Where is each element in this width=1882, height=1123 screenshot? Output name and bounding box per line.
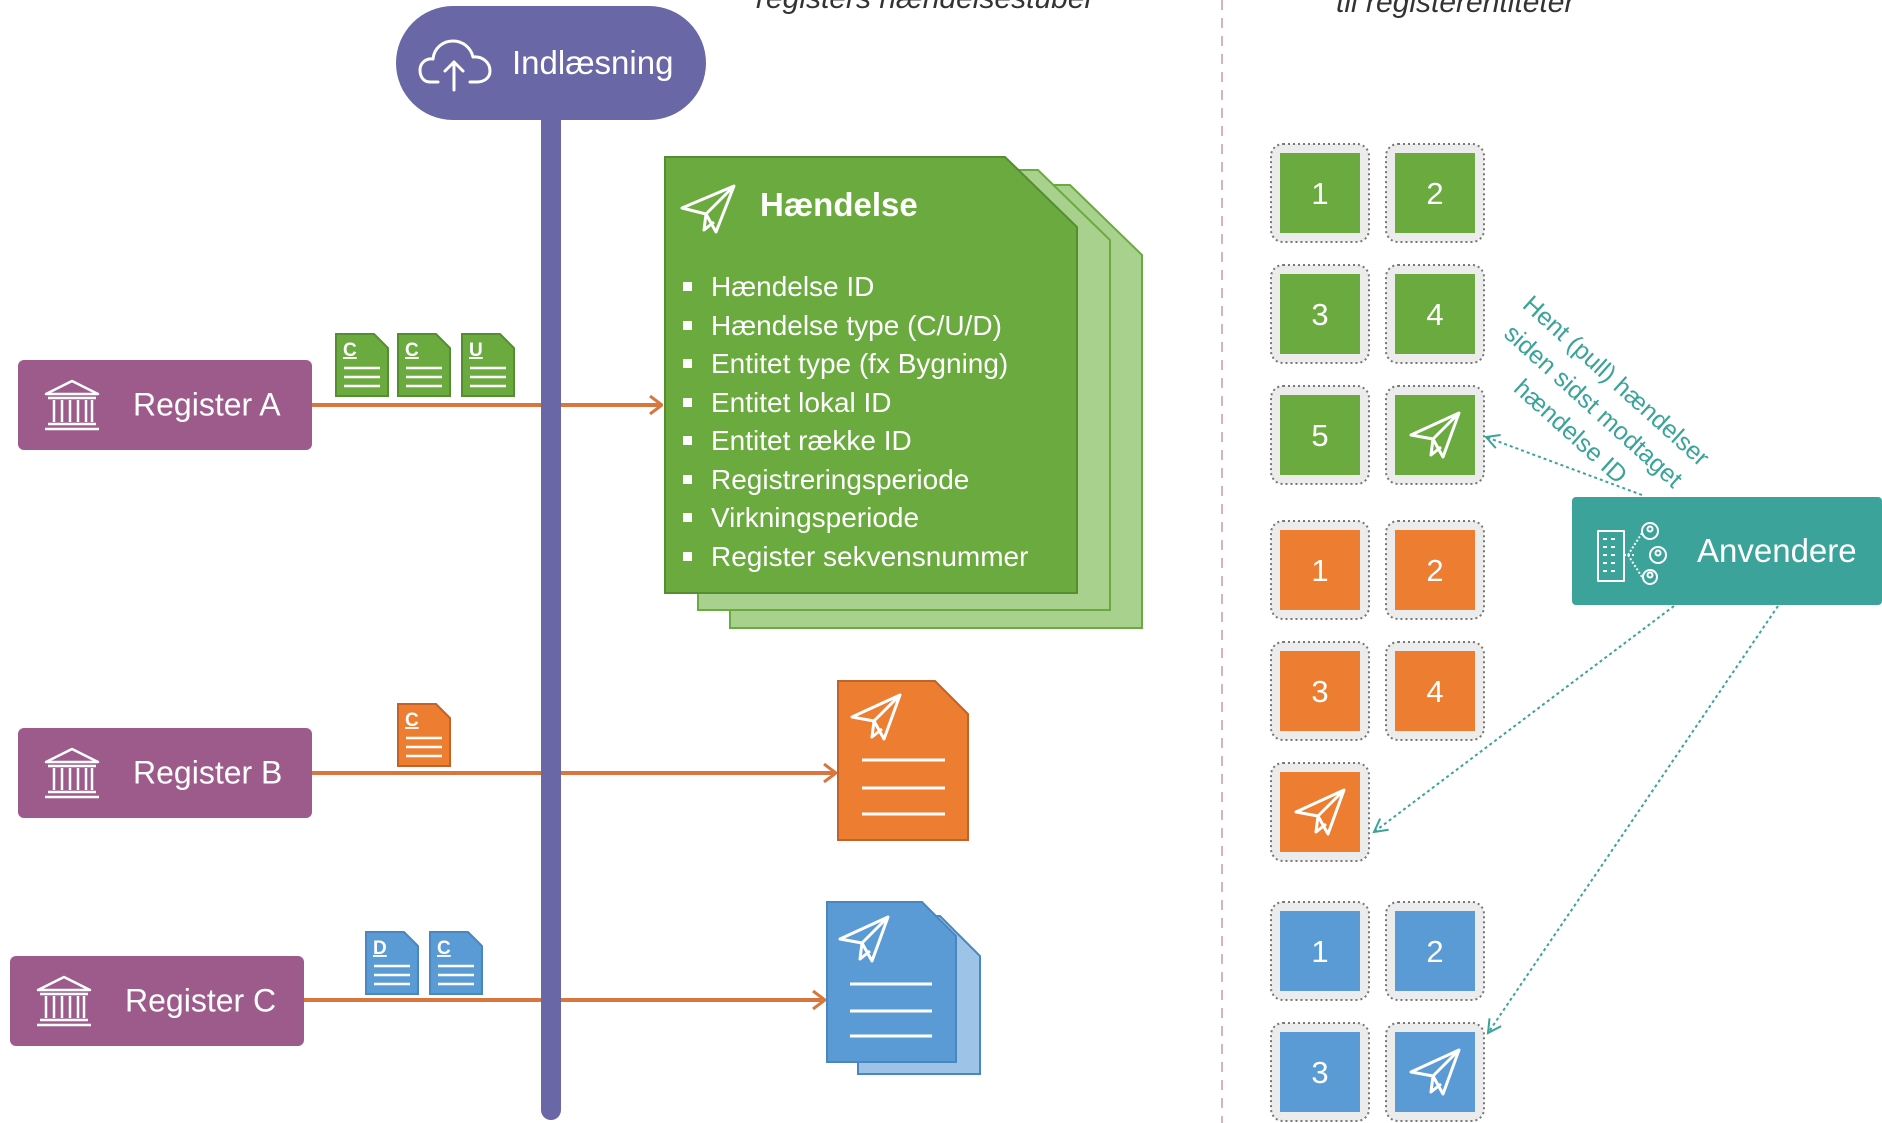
entity-tile[interactable]: 5 xyxy=(1270,385,1370,485)
entity-number: 3 xyxy=(1311,297,1328,332)
event-field: Registreringsperiode xyxy=(680,461,1028,500)
pull-arrow-blue xyxy=(1488,605,1779,1033)
event-tile[interactable] xyxy=(1385,385,1485,485)
event-tile[interactable] xyxy=(1385,1022,1485,1122)
entity-number: 2 xyxy=(1426,934,1443,969)
event-field: Register sekvensnummer xyxy=(680,538,1028,577)
pull-arrow-green xyxy=(1486,437,1643,496)
event-title: Hændelse xyxy=(760,186,918,223)
source-document: C xyxy=(429,931,483,995)
paper-plane-icon xyxy=(1409,411,1461,459)
entity-tile[interactable]: 4 xyxy=(1385,264,1485,364)
paper-plane-icon xyxy=(680,184,736,234)
event-field: Entitet lokal ID xyxy=(680,384,1028,423)
source-document: U xyxy=(461,333,515,397)
left-section-header: registers hændelsestuber xyxy=(756,0,1095,16)
document-type-letter: C xyxy=(405,340,419,361)
event-field: Hændelse ID xyxy=(680,268,1028,307)
consumer-label: Anvendere xyxy=(1697,532,1857,569)
event-field: Entitet række ID xyxy=(680,422,1028,461)
source-document: D xyxy=(365,931,419,995)
source-document: C xyxy=(397,703,451,767)
bank-icon xyxy=(36,975,92,1027)
paper-plane-icon xyxy=(850,693,902,741)
event-card-stack xyxy=(664,156,1143,629)
document-type-letter: C xyxy=(405,710,419,731)
entity-number: 2 xyxy=(1426,176,1443,211)
entity-number: 1 xyxy=(1311,176,1328,211)
register-c-label: Register C xyxy=(125,982,277,1019)
entity-number: 4 xyxy=(1426,674,1443,709)
entity-tile[interactable]: 2 xyxy=(1385,143,1485,243)
register-c[interactable]: Register C xyxy=(10,956,304,1046)
consumer-node[interactable]: Anvendere xyxy=(1572,497,1882,605)
source-documents: C C U C D C xyxy=(335,333,515,995)
entity-tile[interactable]: 3 xyxy=(1270,1022,1370,1122)
event-field: Hændelse type (C/U/D) xyxy=(680,307,1028,346)
ingest-node[interactable]: Indlæsning xyxy=(396,6,706,120)
entity-number: 1 xyxy=(1311,934,1328,969)
entity-tile[interactable]: 2 xyxy=(1385,520,1485,620)
source-document: C xyxy=(397,333,451,397)
source-document: C xyxy=(335,333,389,397)
entity-tile[interactable]: 4 xyxy=(1385,641,1485,741)
document-type-letter: U xyxy=(469,340,483,361)
cloud-upload-icon xyxy=(418,39,492,92)
register-a[interactable]: Register A xyxy=(18,360,312,450)
document-type-letter: C xyxy=(437,938,451,959)
entity-number: 5 xyxy=(1311,418,1328,453)
entity-tiles: 1 2 3 4 5 1 2 3 4 1 2 3 xyxy=(1270,143,1485,1122)
building-people-icon xyxy=(1597,522,1667,585)
register-b-label: Register B xyxy=(133,754,283,791)
entity-tile[interactable]: 1 xyxy=(1270,901,1370,1001)
entity-number: 4 xyxy=(1426,297,1443,332)
event-field-list: Hændelse ID Hændelse type (C/U/D) Entite… xyxy=(680,268,1028,576)
entity-number: 3 xyxy=(1311,674,1328,709)
register-b[interactable]: Register B xyxy=(18,728,312,818)
right-section-header: til registerentiteter xyxy=(1336,0,1575,19)
event-document-orange xyxy=(837,680,969,841)
document-type-letter: D xyxy=(373,938,387,959)
entity-tile[interactable]: 3 xyxy=(1270,641,1370,741)
event-document-blue xyxy=(826,901,981,1075)
entity-tile[interactable]: 2 xyxy=(1385,901,1485,1001)
entity-number: 3 xyxy=(1311,1055,1328,1090)
bank-icon xyxy=(44,747,100,799)
entity-number: 1 xyxy=(1311,553,1328,588)
paper-plane-icon xyxy=(838,915,890,963)
entity-tile[interactable]: 1 xyxy=(1270,520,1370,620)
paper-plane-icon xyxy=(1294,788,1346,836)
paper-plane-icon xyxy=(1409,1048,1461,1096)
entity-tile[interactable]: 3 xyxy=(1270,264,1370,364)
event-field: Virkningsperiode xyxy=(680,499,1028,538)
bank-icon xyxy=(44,379,100,431)
entity-tile[interactable]: 1 xyxy=(1270,143,1370,243)
entity-number: 2 xyxy=(1426,553,1443,588)
pull-arrow-orange xyxy=(1374,605,1675,832)
register-a-label: Register A xyxy=(133,386,281,423)
event-tile[interactable] xyxy=(1270,762,1370,862)
document-type-letter: C xyxy=(343,340,357,361)
ingest-label: Indlæsning xyxy=(512,44,674,81)
event-field: Entitet type (fx Bygning) xyxy=(680,345,1028,384)
